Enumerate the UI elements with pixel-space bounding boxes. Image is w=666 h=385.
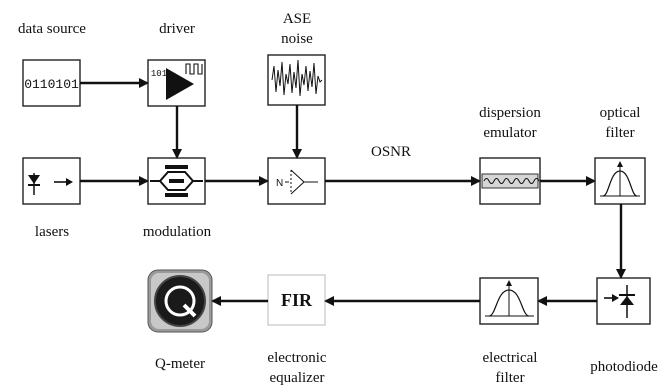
ase-noise-block[interactable] [267,54,326,106]
electrical-filter-block[interactable] [479,277,539,325]
laser-diode-icon [28,173,73,195]
q-meter-label: Q-meter [155,356,205,372]
modulator-icon [150,165,203,197]
q-meter-icon [154,275,206,327]
photodiode-block[interactable] [596,277,651,325]
modulation-label: modulation [143,224,212,240]
ase-noise-label-line1: ASE [283,11,311,27]
ase-noise-label-line2: noise [281,31,313,47]
noise-adder-n-text: N [276,178,283,189]
fir-text: FIR [281,290,313,310]
electrical-filter-label-line2: filter [495,370,524,385]
optical-filter-label-line2: filter [605,125,634,141]
driver-block[interactable]: 101 [147,59,206,107]
q-meter-text: Q [180,305,181,307]
equalizer-label-line1: electronic [267,350,326,366]
osnr-label: OSNR [371,144,411,160]
photodiode-label: photodiode [590,359,658,375]
dispersion-emulator-label-line2: emulator [483,125,536,141]
optical-filter-block[interactable] [594,157,646,205]
photodiode-icon [604,285,635,318]
driver-label: driver [159,21,195,37]
data-source-label: data source [18,21,86,37]
electrical-filter-icon [485,280,534,317]
dispersion-emulator-block[interactable] [479,157,541,205]
electrical-filter-label-line1: electrical [483,350,538,366]
driver-bits-text: 101 [151,69,167,79]
dispersion-emulator-label-line1: dispersion [479,105,541,121]
optical-filter-label-line1: optical [600,105,641,121]
lasers-block[interactable] [22,157,81,205]
modulation-block[interactable] [147,157,206,205]
equalizer-block[interactable]: FIR [267,274,326,326]
equalizer-label-line2: equalizer [270,370,325,385]
optical-filter-icon [600,161,640,197]
binary-data-icon: 0110101 [24,77,79,92]
noise-waveform-icon [271,59,323,97]
noise-adder-icon [285,169,318,195]
lasers-label: lasers [35,224,69,240]
fiber-coil-icon [481,173,540,189]
data-source-block[interactable]: 0110101 [22,59,81,107]
q-meter-block[interactable]: Q [147,269,213,333]
driver-amplifier-icon [166,63,203,100]
noise-adder-block[interactable]: N [267,157,326,205]
